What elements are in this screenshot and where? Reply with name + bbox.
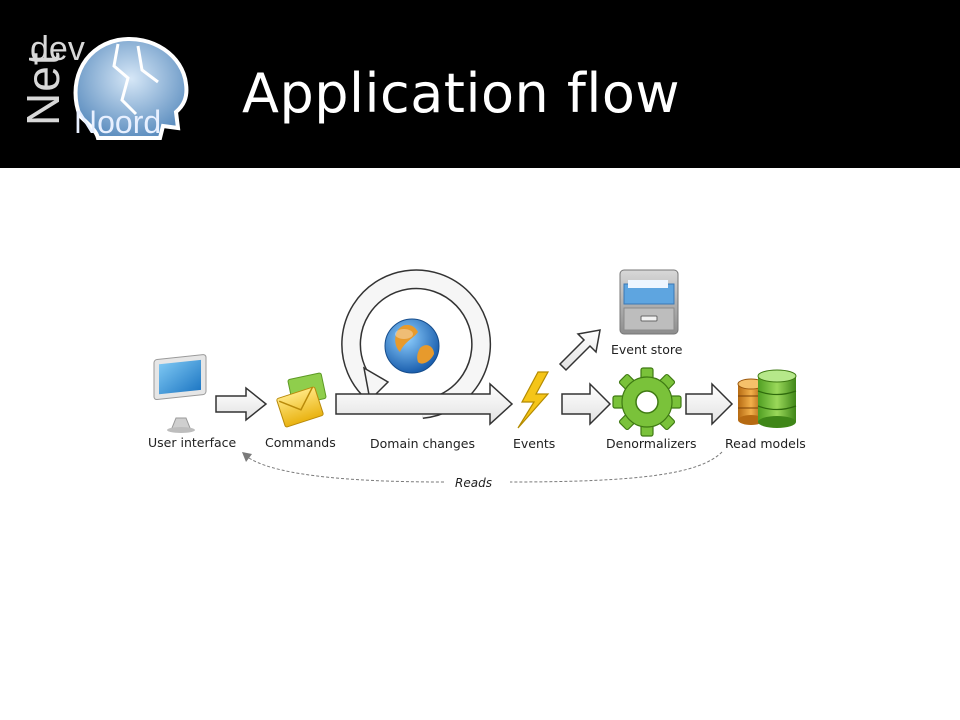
- logo-net-text: Net: [17, 51, 69, 126]
- label-read-models: Read models: [725, 436, 806, 451]
- label-commands: Commands: [265, 435, 336, 450]
- arrow-events-to-denormalizers: [561, 382, 612, 426]
- reads-dashed-arrow-right: [509, 451, 723, 483]
- arrow-commands-to-events: [335, 382, 514, 426]
- diagram-canvas: [153, 269, 797, 483]
- label-user-interface: User interface: [148, 435, 237, 450]
- logo-noord-text: Noord: [74, 104, 162, 140]
- label-denormalizers: Denormalizers: [606, 436, 697, 451]
- label-reads: Reads: [455, 476, 492, 490]
- arrow-denormalizers-to-read-models: [685, 382, 734, 426]
- devnet-noord-logo: [18, 26, 198, 150]
- arrow-events-to-event-store: [558, 329, 601, 372]
- application-flow-diagram: User interface Commands Domain changes E…: [0, 168, 960, 720]
- domain-loop-arrow: [342, 270, 490, 418]
- head-silhouette-icon: [73, 37, 189, 140]
- slide-header: dev Net Noord Application flow: [0, 0, 960, 168]
- reads-arrowhead: [242, 452, 252, 462]
- arrow-ui-to-commands: [215, 386, 268, 422]
- database-icon: [737, 369, 797, 428]
- monitor-icon: [153, 354, 207, 433]
- label-domain-changes: Domain changes: [370, 436, 475, 451]
- reads-dashed-arrow-left: [245, 455, 445, 483]
- gear-icon: [612, 367, 682, 437]
- lightning-bolt-icon: [517, 371, 550, 429]
- file-cabinet-icon: [619, 269, 679, 335]
- page-title: Application flow: [242, 62, 681, 125]
- loop-arrowhead: [362, 366, 390, 402]
- globe-icon: [384, 318, 440, 374]
- label-events: Events: [513, 436, 556, 451]
- logo-dev-text: dev: [30, 30, 85, 68]
- label-event-store: Event store: [611, 342, 683, 357]
- envelope-icon: [276, 372, 327, 428]
